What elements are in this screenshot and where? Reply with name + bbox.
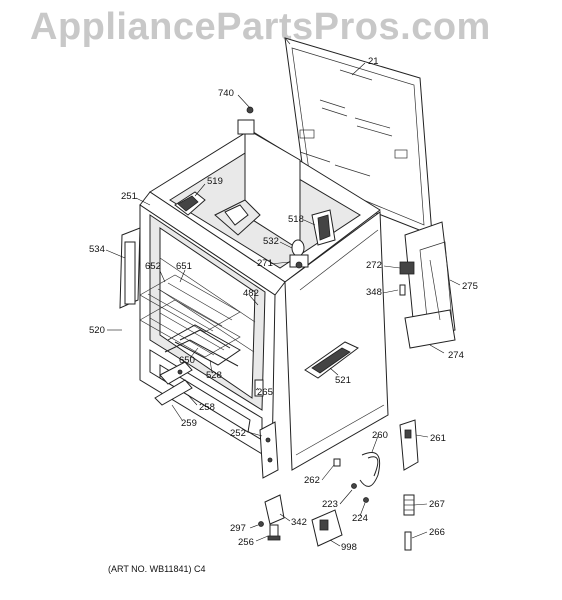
part-label-261: 261 (430, 433, 446, 444)
terminal-block-272 (399, 261, 415, 275)
oven-door-frame (119, 227, 141, 309)
part-label-271: 271 (257, 258, 273, 269)
part-label-519: 519 (207, 176, 223, 187)
foot-256 (267, 524, 281, 541)
part-label-528: 528 (206, 370, 222, 381)
part-label-259: 259 (181, 418, 197, 429)
part-label-274: 274 (448, 350, 464, 361)
part-label-518: 518 (288, 214, 304, 225)
part-label-266: 266 (429, 527, 445, 538)
bracket-518 (311, 209, 336, 246)
oven-rack-upper (139, 274, 241, 333)
part-label-740: 740 (218, 88, 234, 99)
bracket-261 (399, 419, 419, 471)
bracket-260 (359, 452, 381, 487)
part-label-260: 260 (372, 430, 388, 441)
part-label-21: 21 (368, 56, 379, 67)
leader-lines (105, 62, 461, 547)
drawer-slide-258 (159, 361, 193, 385)
part-label-651: 651 (176, 261, 192, 272)
bracket-342 (264, 494, 285, 525)
hinge-259 (154, 379, 193, 406)
part-label-520: 520 (89, 325, 105, 336)
oven-rack-lower (139, 299, 241, 358)
screw-297 (258, 521, 264, 527)
part-label-265: 265 (257, 387, 273, 398)
part-label-262: 262 (304, 475, 320, 486)
art-number-caption: (ART NO. WB11841) C4 (108, 564, 206, 574)
part-label-258: 258 (199, 402, 215, 413)
part-label-297: 297 (230, 523, 246, 534)
screw-223 (351, 483, 357, 489)
vent-duct-519 (174, 191, 206, 216)
part-label-256: 256 (238, 537, 254, 548)
bracket-998 (311, 509, 343, 547)
part-label-224: 224 (352, 513, 368, 524)
part-labels: 21 740 519 251 518 532 534 652 651 271 2… (89, 56, 478, 553)
part-label-267: 267 (429, 499, 445, 510)
part-label-272: 272 (366, 260, 382, 271)
side-plate-521 (304, 341, 359, 379)
part-label-251: 251 (121, 191, 137, 202)
clip-348 (399, 284, 406, 296)
bake-element-528 (167, 324, 241, 366)
part-label-534: 534 (89, 244, 105, 255)
part-label-652: 652 (145, 261, 161, 272)
part-label-998: 998 (341, 542, 357, 553)
part-label-223: 223 (322, 499, 338, 510)
watermark-text: AppliancePartsPros.com (30, 6, 491, 48)
part-label-275: 275 (462, 281, 478, 292)
leveler-252 (259, 421, 279, 479)
valve-532-271 (289, 239, 309, 269)
hinge-265 (254, 379, 264, 397)
part-label-342: 342 (291, 517, 307, 528)
screw-224 (363, 497, 369, 503)
part-label-532: 532 (263, 236, 279, 247)
broil-element-650 (164, 339, 239, 367)
burner-assembly (214, 199, 261, 236)
side-panel-275 (404, 221, 456, 349)
part-label-348: 348 (366, 287, 382, 298)
part-label-482: 482 (243, 288, 259, 299)
part-label-521: 521 (335, 375, 351, 386)
part-label-252: 252 (230, 428, 246, 439)
pin-266 (404, 531, 412, 551)
part-label-650: 650 (179, 355, 195, 366)
spring-267 (403, 494, 415, 516)
clip-262 (333, 458, 341, 467)
